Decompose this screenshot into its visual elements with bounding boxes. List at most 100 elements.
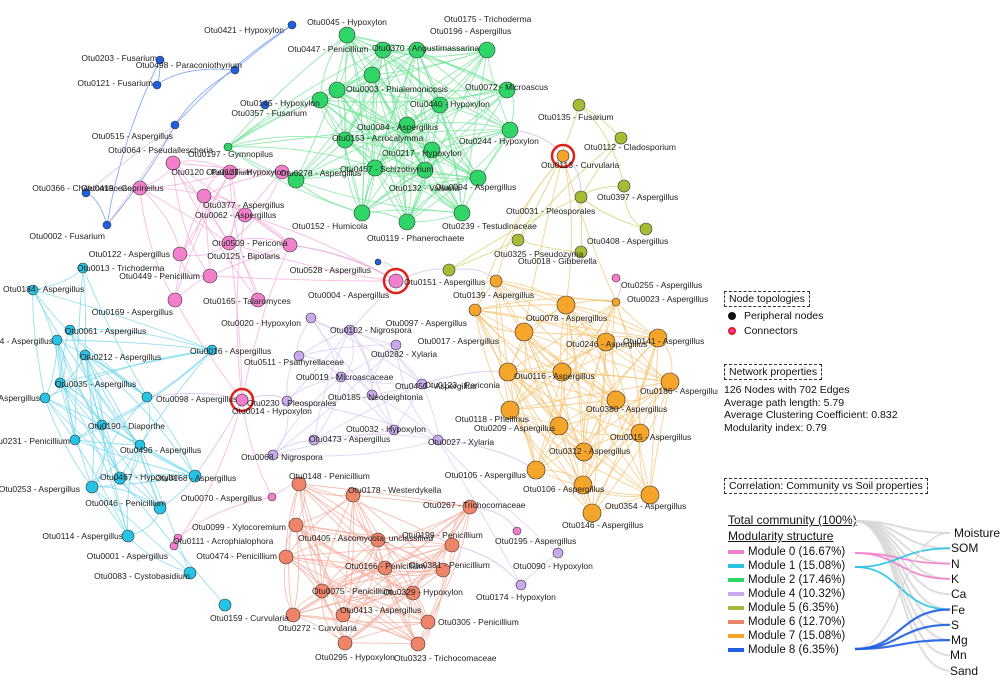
node bbox=[511, 233, 525, 247]
edge bbox=[285, 556, 419, 645]
edge bbox=[344, 104, 441, 141]
node-label: Otu0119 - Phanerochaete bbox=[367, 233, 464, 243]
node bbox=[611, 273, 621, 283]
edge bbox=[101, 424, 196, 477]
bridge-edge bbox=[451, 544, 522, 586]
edge bbox=[321, 569, 444, 592]
edge bbox=[298, 483, 344, 616]
edge bbox=[295, 179, 363, 214]
node-label: Otu0035 - Aspergillus bbox=[55, 379, 136, 389]
edge bbox=[374, 49, 488, 169]
bridge-edge bbox=[194, 399, 243, 477]
node-label: Otu0146 - Aspergillus bbox=[562, 520, 643, 530]
node-label: Otu0217 - Hypoxylon bbox=[382, 148, 462, 158]
edge bbox=[56, 339, 121, 479]
edge bbox=[406, 122, 511, 131]
peripheral-nodes-row: Peripheral nodes bbox=[724, 310, 823, 322]
module-label: Module 2 (17.46%) bbox=[748, 574, 846, 586]
edge bbox=[342, 544, 453, 616]
correlation-link bbox=[855, 608, 951, 651]
edge bbox=[228, 171, 283, 244]
node-label: Otu0152 - Humicola bbox=[292, 221, 368, 231]
edge bbox=[344, 129, 511, 141]
node-label: Otu0449 - Penicillium bbox=[119, 271, 200, 281]
node bbox=[285, 607, 301, 623]
edge bbox=[44, 339, 58, 399]
edge bbox=[349, 329, 373, 396]
edge bbox=[517, 137, 622, 241]
node bbox=[134, 439, 146, 451]
edge bbox=[344, 49, 418, 141]
node-label: Otu0019 - Microascaceae bbox=[296, 372, 394, 382]
node-label: Otu0032 - Hypoxylon bbox=[346, 424, 426, 434]
edge bbox=[336, 49, 488, 91]
node bbox=[223, 142, 233, 152]
edge bbox=[437, 439, 559, 554]
edge bbox=[561, 371, 671, 383]
node-label: Otu0084 - Aspergillus bbox=[357, 122, 438, 132]
node bbox=[291, 476, 307, 492]
module-legend-item: Module 1 (15.08%) bbox=[728, 559, 868, 573]
node-label: Otu0267 - Trichocomaceae bbox=[423, 500, 526, 510]
soil-property-label: Mn bbox=[950, 648, 967, 663]
node-label: Otu0381 - Penicillium bbox=[409, 560, 490, 570]
node-label: Otu0014 - Hypoxylon bbox=[232, 406, 312, 416]
node-label: Otu0123 - Periconia bbox=[424, 380, 500, 390]
node-label: Otu0370 - Angustimassarina bbox=[372, 43, 480, 53]
edge bbox=[474, 309, 537, 471]
node bbox=[132, 180, 148, 196]
edge bbox=[313, 434, 439, 441]
node-label: Otu0029 - Aspergillus bbox=[0, 393, 40, 403]
node-label: Otu0139 - Aspergillus bbox=[453, 290, 534, 300]
node bbox=[574, 442, 594, 462]
edge bbox=[227, 135, 346, 148]
node bbox=[640, 485, 660, 505]
soil-property-label: Mg bbox=[951, 633, 968, 648]
node-label: Otu0329 - Hypoxylon bbox=[383, 587, 463, 597]
node bbox=[172, 246, 188, 262]
node-label: Otu0175 - Trichoderma bbox=[444, 14, 532, 24]
edge bbox=[517, 104, 580, 241]
node bbox=[435, 562, 451, 578]
edge bbox=[44, 397, 93, 488]
node-label: Otu0185 - Neodeightonia bbox=[328, 392, 423, 402]
edge bbox=[56, 339, 148, 398]
edge bbox=[285, 556, 429, 623]
edge bbox=[69, 328, 213, 351]
node bbox=[314, 583, 330, 599]
node-label: Otu0097 - Aspergillus bbox=[386, 318, 467, 328]
node-label: Otu0165 - Talaromyces bbox=[203, 296, 291, 306]
node bbox=[250, 292, 266, 308]
edge bbox=[509, 409, 584, 486]
node-label: Otu0196 - Aspergillus bbox=[430, 26, 511, 36]
node bbox=[344, 324, 356, 336]
module-legend-item: Module 8 (6.35%) bbox=[728, 643, 868, 657]
node bbox=[660, 372, 680, 392]
node-label: Otu0098 - Aspergillus bbox=[156, 394, 237, 404]
correlation-title: Correlation: Community vs Soil propertie… bbox=[724, 478, 928, 494]
node bbox=[288, 517, 304, 533]
module-color-swatch bbox=[728, 564, 744, 568]
edge bbox=[565, 304, 641, 434]
module-color-swatch bbox=[728, 606, 744, 610]
edge bbox=[336, 89, 508, 92]
node-label: Otu0282 - Xylaria bbox=[371, 349, 437, 359]
edge bbox=[288, 483, 300, 616]
edge bbox=[615, 301, 641, 434]
edge bbox=[126, 444, 141, 537]
node-label: Otu0090 - Hypoxylon bbox=[513, 561, 593, 571]
edge bbox=[578, 104, 625, 187]
edge bbox=[336, 89, 463, 214]
node-label: Otu0017 - Aspergillus bbox=[418, 336, 499, 346]
node bbox=[556, 295, 576, 315]
node bbox=[398, 116, 416, 134]
edge bbox=[91, 486, 129, 537]
edge bbox=[416, 49, 463, 214]
node-label: Otu0366 - Chaetomiaceae bbox=[32, 183, 132, 193]
edge bbox=[174, 171, 231, 301]
edge bbox=[84, 354, 94, 488]
node bbox=[514, 322, 534, 342]
edge bbox=[313, 329, 351, 441]
node-label: Otu0295 - Hypoxylon bbox=[315, 652, 395, 662]
edge bbox=[59, 382, 161, 509]
